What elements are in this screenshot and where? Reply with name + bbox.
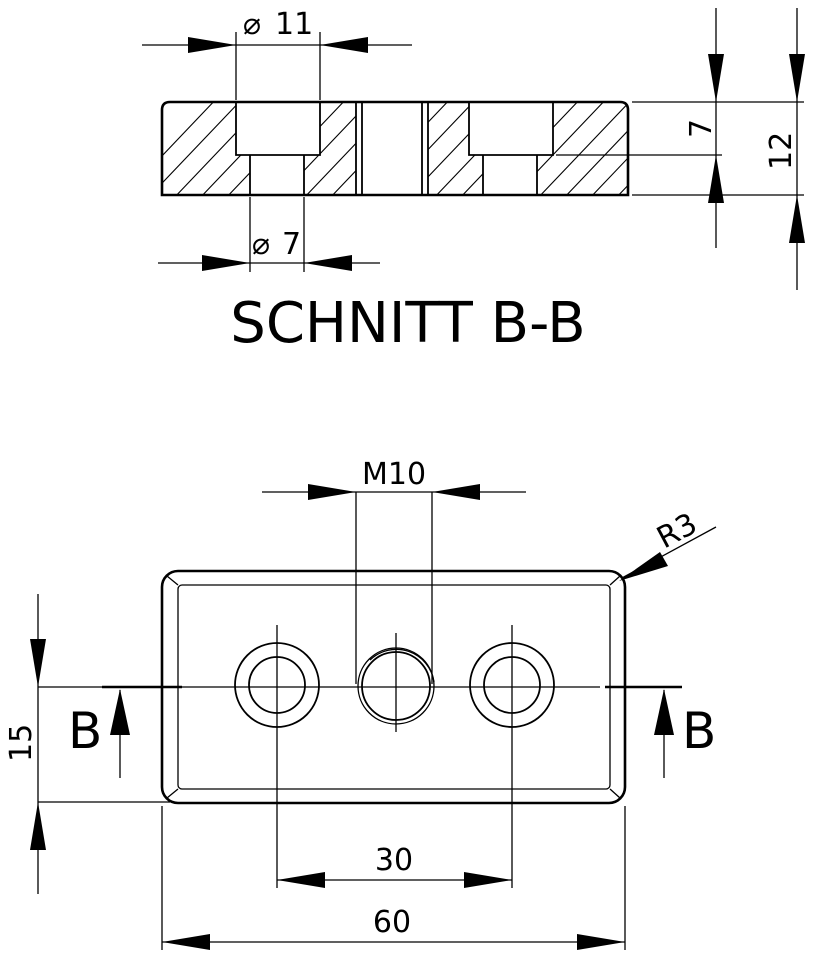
dim-total-height-value: 12 xyxy=(764,132,799,170)
dim-counterbore-depth-value: 7 xyxy=(684,119,719,138)
hatch-line xyxy=(587,102,628,195)
dim-thread-value: M10 xyxy=(362,457,426,492)
section-outline xyxy=(160,100,630,197)
counterbore-right xyxy=(468,102,554,195)
section-marker-right-label: B xyxy=(682,702,716,760)
dim-through-hole-diameter: ⌀ 7 xyxy=(158,197,380,272)
plan-view: M10 R3 15 30 xyxy=(4,457,716,950)
dim-offset-value: 15 xyxy=(4,724,39,762)
dim-counterbore-diameter: ⌀ 11 xyxy=(142,7,412,100)
hatch-line xyxy=(561,102,628,195)
dim-overall-length-value: 60 xyxy=(373,905,411,940)
threaded-hole-center xyxy=(355,102,429,195)
threaded-hole xyxy=(357,633,435,732)
dim-counterbore-diameter-value: 11 xyxy=(275,7,313,42)
dim-overall-length: 60 xyxy=(161,806,626,950)
dim-corner-radius: R3 xyxy=(619,506,717,581)
hatch-line xyxy=(162,102,221,195)
diameter-symbol: ⌀ xyxy=(252,227,270,262)
section-marker-left-label: B xyxy=(68,702,102,760)
dim-through-hole-diameter-value: 7 xyxy=(282,227,301,262)
dim-total-height: 12 xyxy=(632,8,805,290)
section-view: ⌀ 11 ⌀ 7 7 12 xyxy=(142,7,805,356)
section-marker-right: B xyxy=(605,685,716,778)
dim-offset: 15 xyxy=(4,594,170,894)
chamfer-corners xyxy=(166,575,621,799)
hatch-line xyxy=(535,102,628,195)
section-marker-left: B xyxy=(68,685,182,778)
counterbore-hole-left xyxy=(234,625,320,760)
counterbore-left xyxy=(235,102,321,195)
dim-corner-radius-value: R3 xyxy=(651,506,703,556)
section-hole-cutouts xyxy=(236,102,553,195)
section-hatching xyxy=(162,95,740,200)
diameter-symbol: ⌀ xyxy=(243,7,261,42)
dim-hole-spacing: 30 xyxy=(276,760,513,888)
dim-counterbore-depth: 7 xyxy=(556,8,724,248)
dim-hole-spacing-value: 30 xyxy=(375,843,413,878)
counterbore-hole-right xyxy=(469,625,555,760)
dim-thread: M10 xyxy=(262,457,526,684)
section-title: SCHNITT B-B xyxy=(230,291,585,356)
hatch-line xyxy=(640,95,740,200)
